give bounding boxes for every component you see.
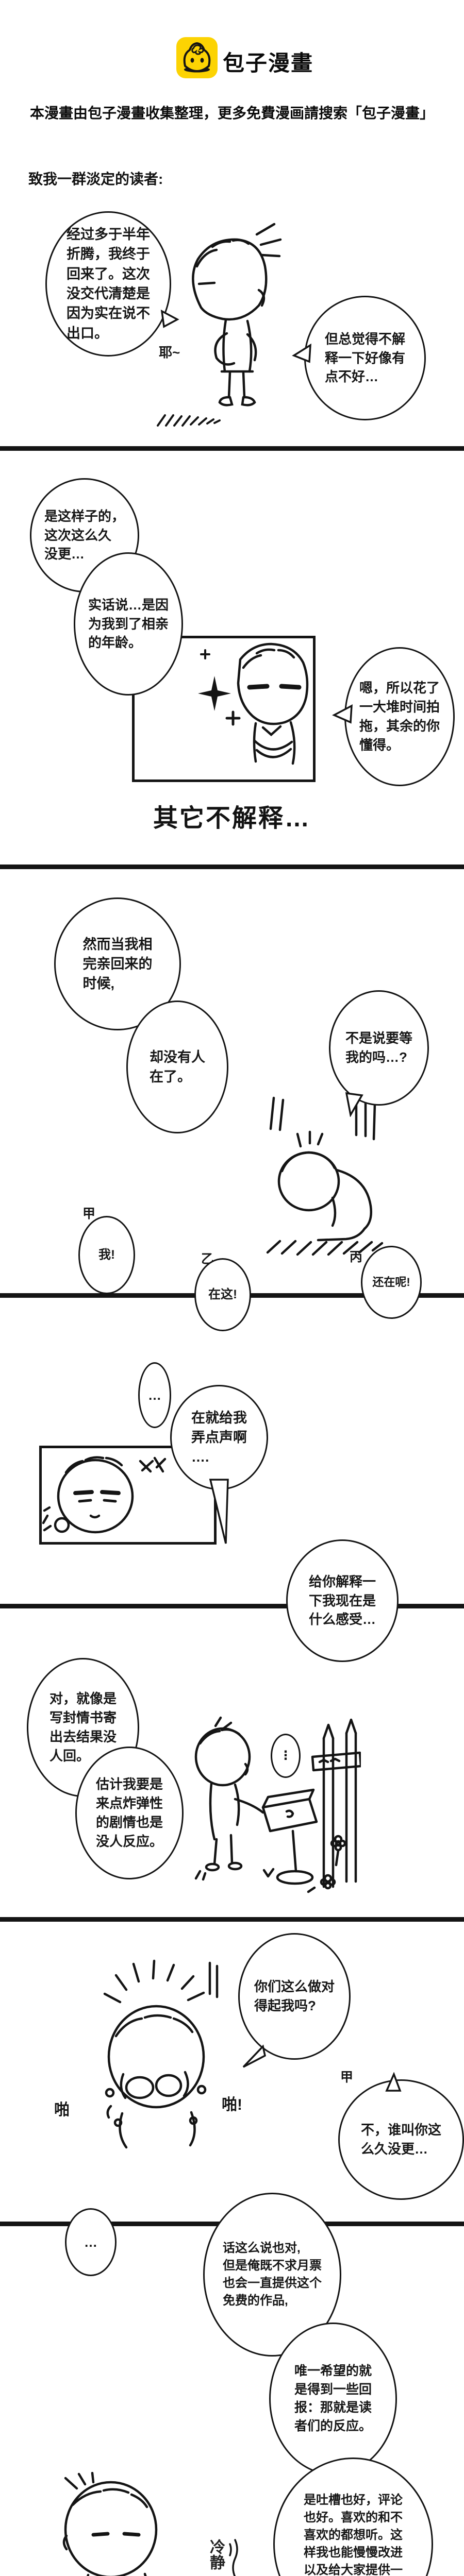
speech-bubble: 经过多于半年 折腾，我终于 回来了。这次 没交代清楚是 因为实在说不 出口。: [45, 211, 171, 357]
bubble-tail: [160, 307, 179, 330]
sparkling-character: [134, 639, 309, 775]
speech-bubble: 你们这么做对 得起我吗?: [238, 1933, 351, 2060]
silence-oval: …: [65, 2208, 117, 2276]
reader-reply-oval: 还在呢!: [361, 1246, 422, 1319]
panel-divider: [0, 1604, 464, 1608]
girl-standing-character: [181, 219, 290, 415]
annoyed-character-in-frame: [41, 1448, 209, 1537]
speech-bubble: 但总觉得不解 释一下好像有 点不好…: [304, 296, 426, 420]
speech-bubble: 在就给我 弄点声啊 ….: [170, 1385, 268, 1490]
speech-bubble: 估计我要是 来点炸弹性 的剧情也是 没人反应。: [75, 1747, 184, 1879]
speech-bubble: 不，谁叫你这 么久没更…: [338, 2079, 464, 2200]
dedication-line: 致我一群淡定的读者:: [28, 171, 163, 187]
site-tagline: 本漫畫由包子漫畫收集整理，更多免費漫画請搜索「包子漫畫」: [29, 105, 434, 121]
speech-bubble: 嗯，所以花了 一大堆时间拍 拖，其余的你 懂得。: [344, 647, 455, 786]
speech-bubble: 实话说…是因 为我到了相亲 的年龄。: [74, 552, 183, 696]
reader-a-label: 甲: [340, 2070, 354, 2084]
speech-bubble: 唯一希望的就 是得到一些回 报：那就是读 者们的反应。: [269, 2323, 397, 2475]
ground-hatch-marks: [154, 407, 222, 429]
speech-bubble: 不是说要等 我的吗…?: [329, 990, 429, 1106]
mailbox-scene: [186, 1716, 361, 1918]
calm-squiggle-lines: [228, 2539, 241, 2576]
slap-sfx: 啪: [54, 2102, 70, 2119]
crying-character: [95, 1958, 224, 2154]
bubble-tail: [292, 342, 312, 365]
bubble-tail: [206, 1478, 231, 1546]
site-logo-title: 包子漫畫: [223, 51, 314, 75]
mail-silence-oval: ⋮: [271, 1734, 301, 1778]
panel-divider: [0, 1917, 464, 1922]
speech-bubble: 却没有人 在了。: [126, 1001, 228, 1133]
bubble-tail: [384, 2072, 403, 2094]
calm-handwritten-note: 冷静: [207, 2539, 224, 2570]
reader-reply-oval: 在这!: [194, 1258, 251, 1331]
reader-c-label: 丙: [350, 1250, 363, 1264]
silence-oval: …: [138, 1362, 171, 1428]
cheer-sfx: 耶~: [159, 345, 180, 360]
big-statement-text: 其它不解释…: [153, 805, 311, 832]
baozi-bun-icon: [176, 37, 218, 78]
sitting-character-with-cup: [44, 2472, 198, 2576]
panel-divider: [0, 865, 464, 869]
speech-bubble: 给你解释一 下我现在是 什么感受…: [286, 1539, 399, 1662]
bubble-tail: [342, 1091, 364, 1117]
reader-a-label: 甲: [82, 1207, 96, 1221]
bubble-tail: [332, 703, 354, 725]
bubble-tail: [240, 2043, 266, 2070]
inner-panel-frame: [132, 636, 316, 782]
slap-sfx: 啪!: [222, 2096, 242, 2113]
panel-divider: [0, 446, 464, 451]
reader-reply-oval: 我!: [78, 1216, 135, 1294]
kneeling-dejected-character: [255, 1095, 397, 1275]
speech-bubble: 是吐槽也好，评论 也好。喜欢的和不 喜欢的都想听。这 样我也能慢慢改进 以及给大…: [273, 2458, 433, 2576]
